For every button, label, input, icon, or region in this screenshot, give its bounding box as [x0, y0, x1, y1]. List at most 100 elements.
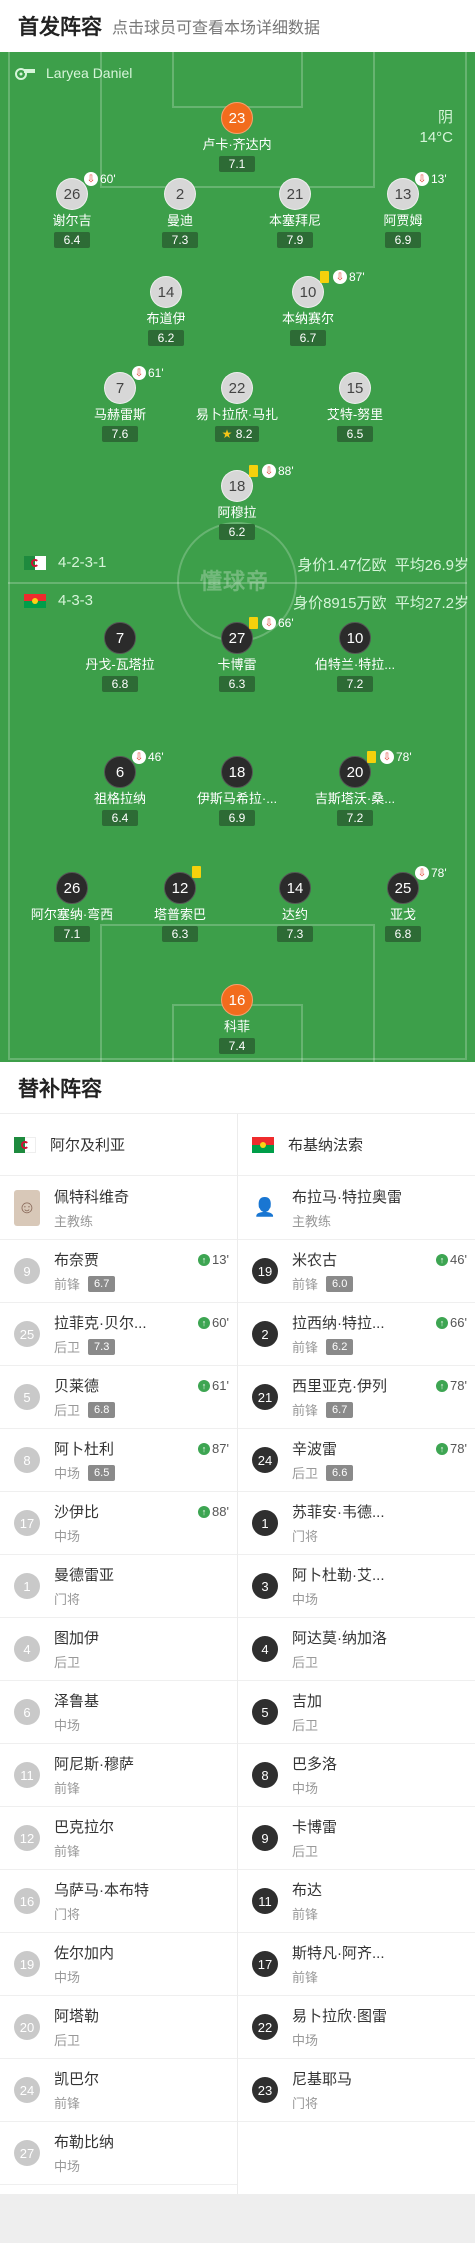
bench-player-name: 米农古	[292, 1252, 338, 1269]
sub-in-icon: ↑	[198, 1505, 211, 1518]
bench-player-position: 前锋	[292, 1907, 319, 1922]
bench-player-position-row: 门将	[292, 1526, 385, 1545]
player-rating: 7.4	[219, 1038, 255, 1054]
bench-player-rating: 6.6	[326, 1464, 354, 1481]
player-rating: 6.8	[102, 676, 138, 692]
bottom-penalty-box	[100, 924, 375, 1062]
player-rating: 6.2	[219, 524, 255, 540]
rating-value: 6.2	[228, 525, 246, 539]
away-bench-team[interactable]: 布基纳法索	[238, 1114, 475, 1176]
bench-player-position: 中场	[54, 1466, 81, 1481]
sub-in-time: ↑78'	[436, 1378, 467, 1393]
bench-player-position-row: 门将	[54, 1589, 114, 1608]
away-coach[interactable]: 👤 布拉马·特拉奥雷 主教练	[238, 1176, 475, 1240]
rating-value: 7.2	[346, 811, 364, 825]
player-name: 阿尔塞纳·弯西	[30, 907, 114, 922]
player-number: 6	[104, 756, 136, 788]
sub-out-icon: ⇩	[415, 866, 429, 880]
bench-player-name: 凯巴尔	[54, 2071, 100, 2088]
bench-player-name: 卡博雷	[292, 1819, 338, 1836]
watermark: 懂球帝	[200, 569, 270, 594]
sub-in-time: ↑88'	[198, 1504, 229, 1519]
bench-player-name: 吉加	[292, 1693, 323, 1710]
player-name: 马赫雷斯	[93, 407, 146, 422]
player-rating: 7.3	[162, 232, 198, 248]
sub-out-icon: ⇩	[415, 172, 429, 186]
player-event	[192, 866, 205, 878]
home-bench-team[interactable]: 阿尔及利亚	[0, 1114, 237, 1176]
player-number: 25	[387, 872, 419, 904]
yellow-card-icon	[192, 866, 201, 878]
bench-player-name: 布奈贾	[54, 1252, 100, 1269]
player-rating: 6.4	[54, 232, 90, 248]
sub-in-time: ↑60'	[198, 1315, 229, 1330]
bench-player-position-row: 后卫	[292, 1715, 322, 1734]
player-rating: 7.2	[337, 810, 373, 826]
pitch-player[interactable]: 20⇩78'吉斯塔沃·桑...7.2	[295, 750, 415, 827]
home-coach[interactable]: ☺ 佩特科维奇 主教练	[0, 1176, 237, 1240]
player-name: 卢卡·齐达内	[202, 137, 272, 152]
bench-player-position-row: 中场	[292, 1589, 385, 1608]
bench-player-name: 阿尼斯·穆萨	[54, 1756, 134, 1773]
bench-player-position: 后卫	[292, 1466, 319, 1481]
bench-player-rating: 6.0	[326, 1275, 354, 1292]
rating-value: 6.9	[228, 811, 246, 825]
sub-in-time-value: 78'	[450, 1441, 467, 1456]
home-bench-team-name: 阿尔及利亚	[50, 1137, 126, 1154]
player-name: 亚戈	[389, 907, 416, 922]
player-number: 26	[56, 178, 88, 210]
bench-player-position-row: 前锋	[54, 1778, 134, 1797]
bench-player-number: 4	[14, 1636, 40, 1662]
